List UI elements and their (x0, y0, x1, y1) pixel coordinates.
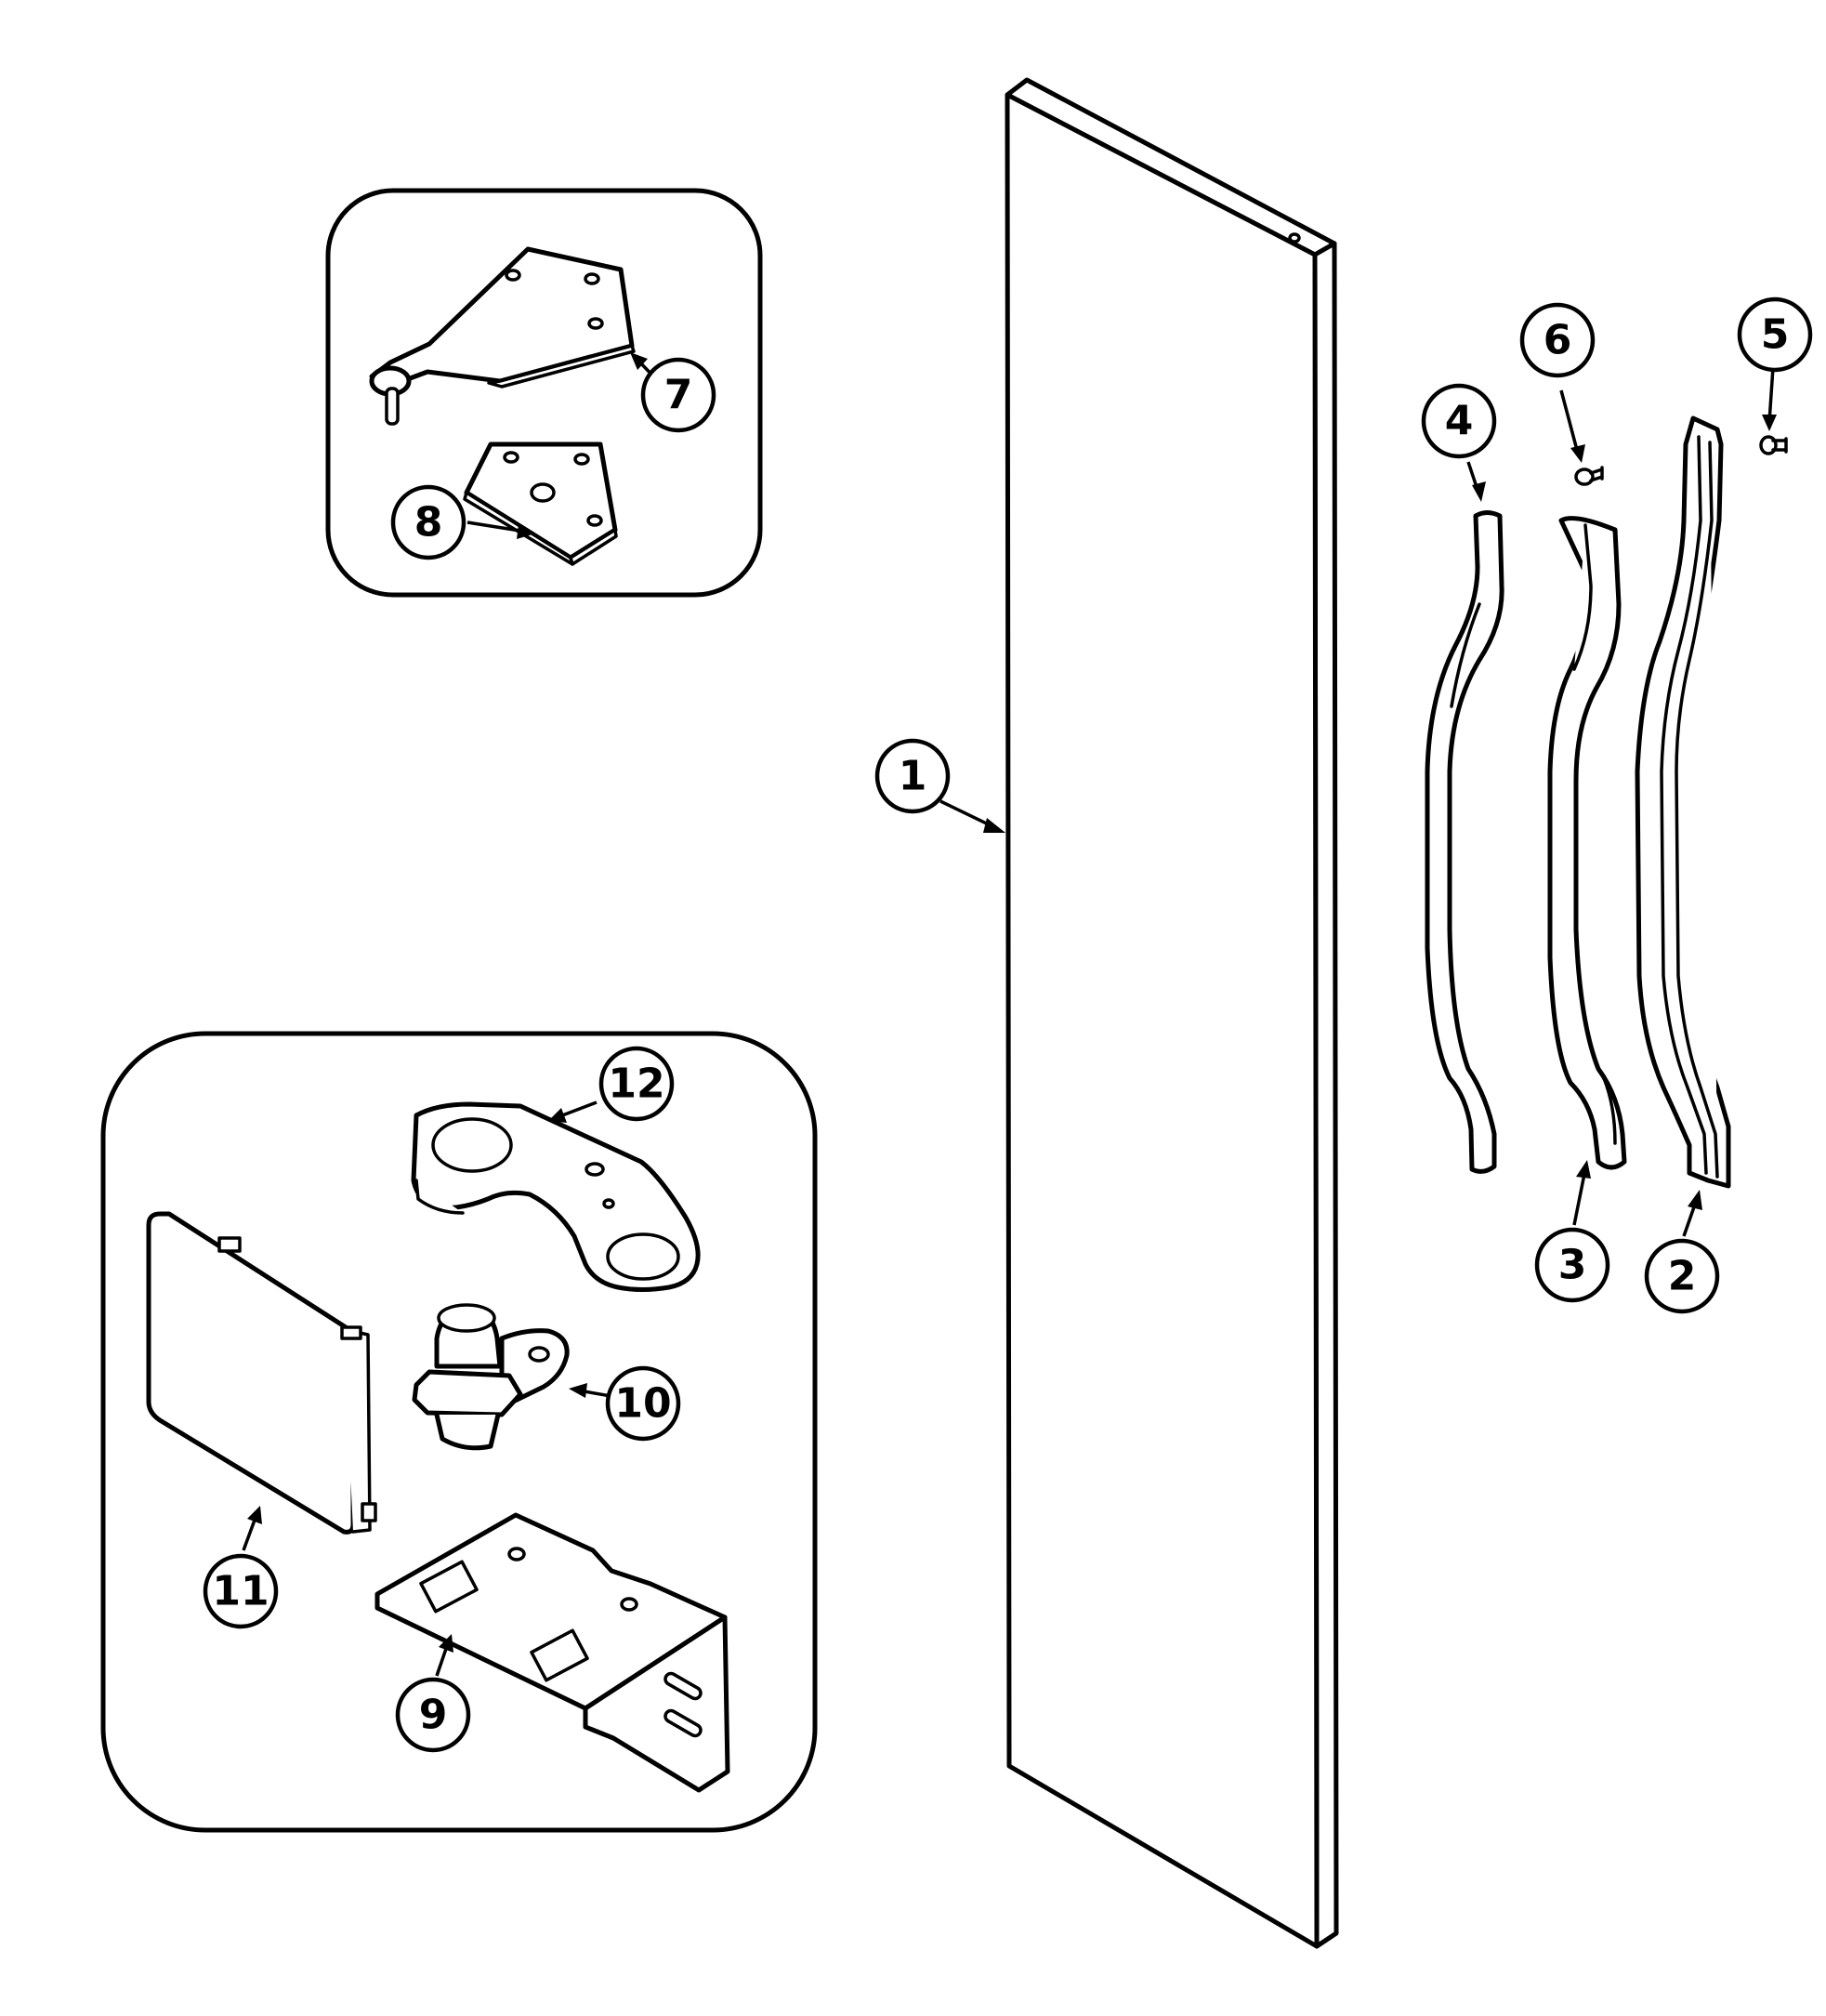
callout-2: 2 (1644, 1238, 1720, 1314)
top-hinge-part (369, 246, 636, 426)
callout-3: 3 (1534, 1227, 1610, 1303)
callout-number: 4 (1445, 398, 1474, 445)
handle-part (1547, 516, 1627, 1170)
callout-number: 2 (1668, 1253, 1697, 1300)
callout-5: 5 (1737, 296, 1813, 373)
callout-number: 7 (664, 372, 693, 419)
screw-part (1574, 466, 1604, 486)
hinge-cover-part (146, 1211, 377, 1535)
callout-number: 6 (1544, 317, 1572, 364)
hinge-bushing-plate-part (411, 1101, 701, 1292)
callout-number: 11 (212, 1568, 269, 1615)
callout-12: 12 (598, 1046, 675, 1122)
callout-9: 9 (395, 1677, 471, 1753)
callout-number: 12 (608, 1061, 664, 1108)
callout-number: 8 (414, 499, 443, 547)
callout-number: 10 (614, 1380, 671, 1428)
callout-number: 9 (419, 1692, 448, 1739)
screw-part (1759, 435, 1788, 455)
hinge-pin-part (412, 1303, 570, 1451)
callout-number: 5 (1761, 311, 1790, 359)
bottom-hinge-inset (100, 1031, 818, 1833)
callout-6: 6 (1519, 302, 1596, 378)
callout-10: 10 (605, 1365, 681, 1442)
callout-4: 4 (1421, 383, 1497, 459)
callout-1: 1 (874, 738, 951, 814)
callout-number: 1 (899, 753, 927, 800)
callout-7: 7 (640, 357, 716, 433)
callout-8: 8 (390, 484, 466, 560)
callout-number: 3 (1558, 1242, 1587, 1289)
leader-lines (242, 352, 1777, 1677)
handle-backing-part (1635, 415, 1731, 1189)
bottom-hinge-bracket-part (374, 1512, 730, 1793)
door-panel-part (1005, 77, 1339, 1949)
handle-trim-part (1425, 510, 1504, 1174)
callout-11: 11 (203, 1553, 279, 1629)
